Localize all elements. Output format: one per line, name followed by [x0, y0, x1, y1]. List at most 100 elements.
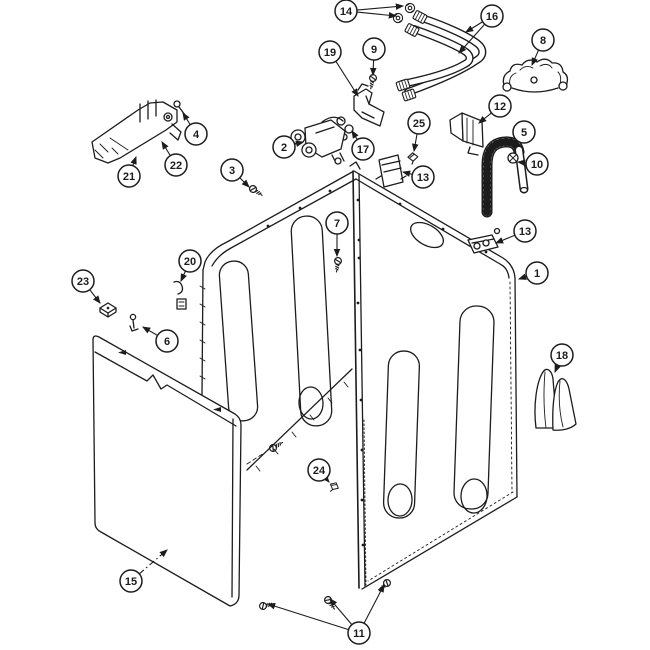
callout-balloon[interactable] [178, 249, 202, 273]
callout-23[interactable]: 23 [71, 269, 101, 304]
callout-balloon[interactable] [411, 165, 435, 189]
hose-coupling [403, 22, 421, 38]
callout-balloon[interactable] [347, 621, 371, 645]
callout-3[interactable]: 3 [220, 158, 250, 188]
callout-balloon[interactable] [307, 458, 331, 482]
callout-number: 13 [417, 172, 429, 184]
callout-20[interactable]: 20 [178, 249, 202, 283]
callout-2[interactable]: 2 [272, 135, 305, 159]
callout-number: 11 [353, 628, 365, 640]
callout-number: 24 [313, 465, 326, 477]
callout-balloon[interactable] [550, 343, 574, 367]
cord-bracket [91, 99, 182, 164]
callout-number: 4 [193, 129, 200, 141]
callout-number: 25 [413, 118, 425, 130]
callout-leader [182, 112, 191, 125]
callout-leader [161, 141, 171, 156]
callout-balloon[interactable] [512, 120, 536, 144]
callout-leader [458, 23, 486, 54]
mounting-bracket [336, 73, 385, 141]
callout-22[interactable]: 22 [161, 141, 188, 177]
callout-18[interactable]: 18 [550, 343, 574, 374]
callout-leader [494, 234, 516, 244]
callout-balloon[interactable] [525, 152, 549, 176]
callout-number: 22 [170, 160, 182, 172]
callout-number: 23 [77, 276, 89, 288]
callout-12[interactable]: 12 [478, 94, 512, 124]
callout-layer: 14 16 8 919 12 25 5 2 17 10 4 22 21 3 13 13 7 1 20 23 6 18 24 1… [71, 0, 574, 645]
callout-leader [369, 59, 377, 77]
callout-balloon[interactable] [119, 569, 143, 593]
retainer-clip-top [375, 154, 407, 188]
callout-number: 14 [340, 6, 353, 18]
callout-13[interactable]: 13 [494, 219, 537, 244]
callout-17[interactable]: 17 [351, 130, 375, 161]
callout-balloon[interactable] [513, 219, 537, 243]
callout-balloon[interactable] [362, 37, 386, 61]
callout-1[interactable]: 1 [517, 261, 549, 285]
callout-leader [412, 133, 419, 153]
clip-24 [328, 481, 340, 494]
callout-21[interactable]: 21 [117, 155, 141, 188]
callout-balloon[interactable] [117, 164, 141, 188]
callout-balloon[interactable] [318, 40, 342, 64]
callout-number: 10 [531, 159, 543, 171]
callout-19[interactable]: 19 [318, 40, 359, 97]
hose-coupling [401, 88, 417, 102]
callout-leader [138, 549, 168, 575]
callout-number: 7 [334, 218, 340, 230]
callout-number: 6 [164, 336, 170, 348]
callout-number: 13 [519, 226, 531, 238]
inlet-valve [290, 116, 346, 165]
callout-leader [329, 598, 353, 625]
callout-balloon[interactable] [325, 211, 349, 235]
callout-9[interactable]: 9 [362, 37, 386, 77]
callout-balloon[interactable] [220, 158, 244, 182]
callout-4[interactable]: 4 [182, 112, 208, 146]
callout-balloon[interactable] [407, 111, 431, 135]
callout-leader [478, 112, 492, 124]
callout-6[interactable]: 6 [142, 326, 179, 353]
callout-number: 12 [494, 101, 506, 113]
callout-balloon[interactable] [531, 28, 555, 52]
callout-16[interactable]: 16 [458, 4, 504, 54]
callout-balloon[interactable] [334, 0, 358, 23]
callout-balloon[interactable] [164, 153, 188, 177]
callout-balloon[interactable] [184, 122, 208, 146]
drain-hose [481, 136, 529, 218]
callout-8[interactable]: 8 [531, 28, 555, 67]
callout-balloon[interactable] [272, 135, 296, 159]
callout-leader [531, 49, 540, 67]
fill-hoses [395, 9, 487, 102]
callout-balloon[interactable] [155, 329, 179, 353]
callout-11[interactable]: 11 [266, 584, 385, 645]
callout-number: 21 [123, 171, 135, 183]
callout-24[interactable]: 24 [307, 458, 331, 483]
callout-number: 16 [486, 11, 498, 23]
callout-5[interactable]: 5 [507, 120, 536, 147]
callout-14[interactable]: 14 [334, 0, 405, 23]
callout-leader [335, 60, 359, 97]
callout-7[interactable]: 7 [325, 211, 349, 258]
callout-balloon[interactable] [71, 269, 95, 293]
callout-number: 2 [281, 142, 287, 154]
callout-leader [142, 326, 158, 336]
callout-13[interactable]: 13 [401, 165, 435, 189]
callout-balloon[interactable] [480, 4, 504, 28]
shipping-cones [534, 368, 577, 431]
callout-balloon[interactable] [525, 261, 549, 285]
callout-leader [554, 364, 561, 374]
callout-leader [356, 11, 398, 19]
callout-balloon[interactable] [351, 137, 375, 161]
callout-10[interactable]: 10 [516, 152, 549, 176]
screw-3 [247, 183, 265, 199]
callout-leader [266, 603, 349, 631]
callout-25[interactable]: 25 [407, 111, 431, 153]
nut-23 [99, 302, 117, 318]
callout-leader [321, 474, 330, 483]
callout-leader [294, 140, 305, 148]
callout-balloon[interactable] [488, 94, 512, 118]
callout-15[interactable]: 15 [119, 549, 168, 593]
callout-leader [239, 177, 250, 188]
